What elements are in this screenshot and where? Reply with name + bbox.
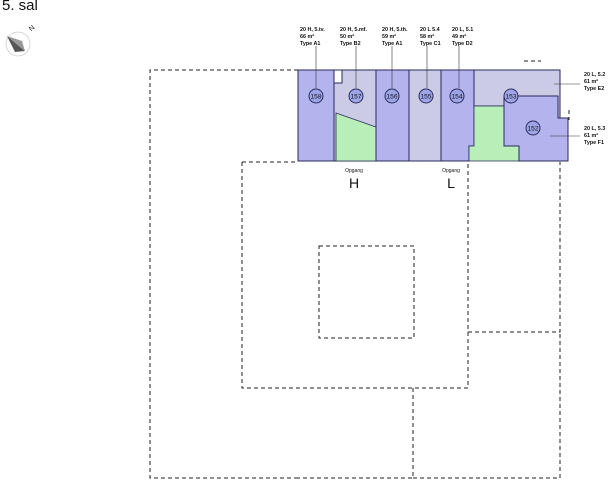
- svg-text:153: 153: [505, 94, 516, 101]
- svg-text:20 L, 5.3: 20 L, 5.3: [584, 126, 605, 132]
- unit-label-152: 20 L, 5.3 61 m² Type F1: [550, 126, 605, 146]
- svg-text:20 L 5.4: 20 L 5.4: [420, 27, 440, 33]
- apartment-157[interactable]: [333, 69, 377, 162]
- unit-number-154: 154: [449, 88, 465, 104]
- svg-text:66 m²: 66 m²: [300, 34, 314, 40]
- svg-text:Opgang: Opgang: [442, 168, 460, 174]
- svg-text:157: 157: [350, 94, 361, 101]
- svg-text:49 m²: 49 m²: [452, 34, 466, 40]
- apartment-153-152[interactable]: [468, 69, 569, 162]
- svg-text:Opgang: Opgang: [345, 168, 363, 174]
- svg-text:20 L, 5.2: 20 L, 5.2: [584, 72, 605, 78]
- apartment-156[interactable]: [375, 69, 410, 162]
- svg-text:61 m²: 61 m²: [584, 79, 598, 85]
- svg-text:Type A1: Type A1: [300, 41, 320, 47]
- svg-text:Type E2: Type E2: [584, 86, 604, 92]
- lower-right-outline: [468, 162, 561, 333]
- svg-text:Type C1: Type C1: [420, 41, 441, 47]
- compass-north-letter: N: [28, 24, 36, 33]
- unit-label-157: 20 H, 5.mf. 50 m² Type B2: [340, 27, 367, 88]
- svg-text:58 m²: 58 m²: [420, 34, 434, 40]
- svg-text:L: L: [447, 175, 455, 191]
- unit-label-154: 20 L, 5.1 49 m² Type D2: [452, 27, 473, 88]
- unit-label-158: 20 H, 5.tv. 66 m² Type A1: [300, 27, 325, 88]
- unit-number-155: 155: [418, 88, 434, 104]
- svg-text:154: 154: [451, 94, 462, 101]
- lower-right-bottom: [413, 332, 561, 479]
- unit-label-155: 20 L 5.4 58 m² Type C1: [420, 27, 441, 88]
- svg-text:152: 152: [527, 126, 538, 133]
- svg-text:20 H, 5.mf.: 20 H, 5.mf.: [340, 27, 367, 33]
- svg-text:Type F1: Type F1: [584, 140, 604, 146]
- unit-number-156: 156: [384, 88, 400, 104]
- unit-label-156: 20 H, 5.th. 59 m² Type A1: [382, 27, 408, 88]
- svg-text:Type B2: Type B2: [340, 41, 361, 47]
- unit-label-153: 20 L, 5.2 61 m² Type E2: [554, 72, 605, 92]
- svg-text:Type A1: Type A1: [382, 41, 402, 47]
- middle-outline: [241, 162, 469, 389]
- svg-text:155: 155: [420, 94, 431, 101]
- apartment-155[interactable]: [408, 69, 442, 162]
- outer-outline: [149, 69, 298, 479]
- svg-text:20 H, 5.tv.: 20 H, 5.tv.: [300, 27, 325, 33]
- building-outlines: [149, 60, 570, 479]
- entrance-h: Opgang H: [345, 168, 363, 191]
- lower-outline: [298, 388, 414, 479]
- unit-number-158: 158: [308, 88, 324, 104]
- floor-title: 5. sal: [2, 0, 38, 14]
- entrance-l: Opgang L: [442, 168, 460, 191]
- svg-text:156: 156: [386, 94, 397, 101]
- svg-text:Type D2: Type D2: [452, 41, 473, 47]
- unit-number-153: 153: [503, 88, 519, 104]
- inner-courtyard: [318, 245, 415, 339]
- svg-text:20 H, 5.th.: 20 H, 5.th.: [382, 27, 408, 33]
- svg-text:61 m²: 61 m²: [584, 133, 598, 139]
- unit-number-152: 152: [525, 120, 541, 136]
- svg-text:50 m²: 50 m²: [340, 34, 354, 40]
- svg-text:H: H: [349, 175, 359, 191]
- svg-text:158: 158: [310, 94, 321, 101]
- svg-text:20 L, 5.1: 20 L, 5.1: [452, 27, 473, 33]
- north-arrow-icon: N: [5, 24, 36, 57]
- svg-text:59 m²: 59 m²: [382, 34, 396, 40]
- unit-number-157: 157: [348, 88, 364, 104]
